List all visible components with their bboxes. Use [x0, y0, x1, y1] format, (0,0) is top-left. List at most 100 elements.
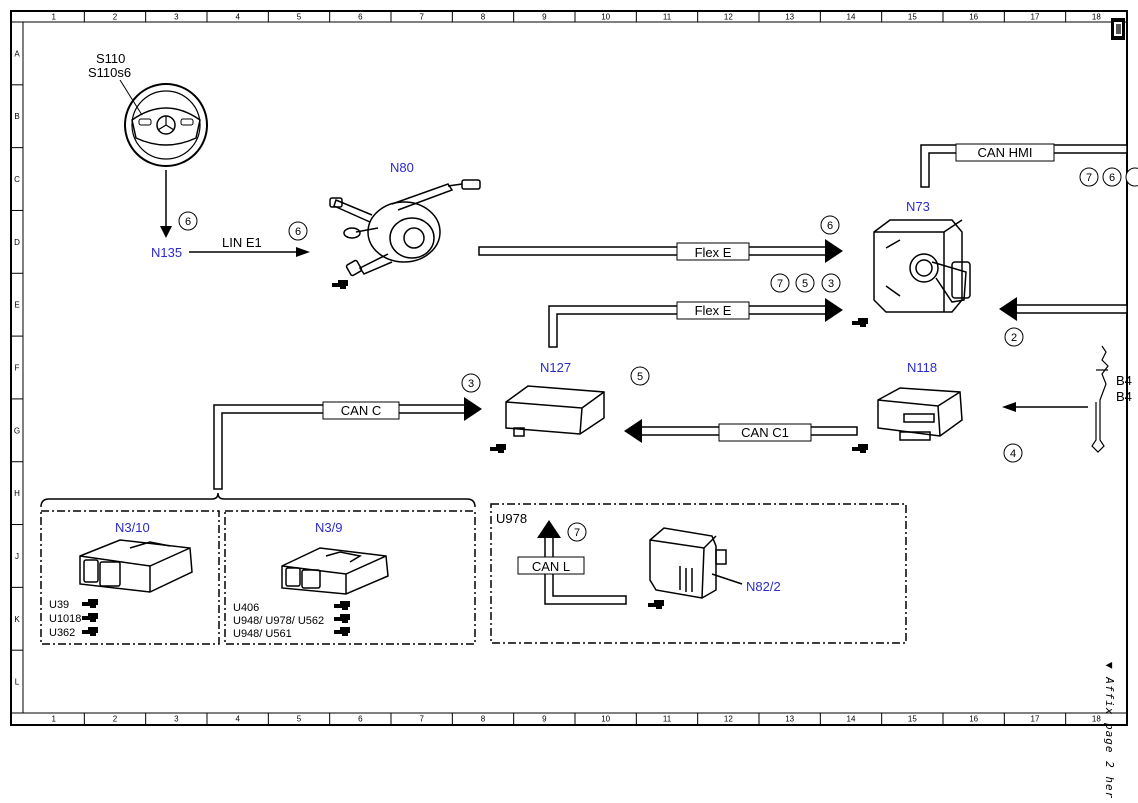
grid-column-label: 5	[297, 715, 302, 724]
svg-text:7: 7	[1086, 172, 1092, 184]
svg-text:3: 3	[828, 278, 834, 290]
grid-row-label: L	[15, 678, 20, 687]
callout-can-l: 7	[567, 522, 587, 542]
grid-column-label: 15	[908, 715, 917, 724]
n80-stalk-module-icon	[329, 179, 481, 277]
grid-column-label: 9	[542, 13, 547, 22]
grid-column-label: 18	[1092, 715, 1101, 724]
can-c1-label: CAN C1	[741, 425, 789, 440]
svg-text:7: 7	[574, 527, 580, 539]
grid-column-label: 12	[724, 13, 733, 22]
steering-wheel-icon	[119, 79, 208, 167]
grid-column-label: 8	[481, 715, 486, 724]
n127-module-icon	[505, 385, 605, 437]
grid-column-label: 14	[847, 715, 856, 724]
grid-row-label: B	[14, 112, 19, 121]
grid-row-label: C	[14, 175, 20, 184]
grid-column-label: 16	[969, 13, 978, 22]
can-c-label: CAN C	[341, 403, 381, 418]
grid-column-label: 13	[785, 13, 794, 22]
callout-n118-in: 4	[1003, 443, 1023, 463]
callout-s110: 6	[178, 211, 198, 231]
grid-column-label: 6	[358, 13, 363, 22]
s110-label: S110	[96, 51, 125, 66]
grid-row-label: K	[14, 615, 20, 624]
grid-column-label: 3	[174, 13, 179, 22]
n73-ignition-switch-icon	[873, 219, 971, 313]
svg-text:3: 3	[468, 378, 474, 390]
grid-column-label: 4	[235, 13, 240, 22]
grid-row-label: G	[14, 426, 20, 435]
svg-text:5: 5	[802, 278, 808, 290]
n3-10-references: U39 U1018 U362	[49, 599, 98, 639]
callouts-can-hmi: 7 6	[1079, 167, 1138, 187]
lin-e1-label: LIN E1	[222, 235, 262, 250]
flex-e-upper-label: Flex E	[695, 245, 732, 260]
n82-2-label: N82/2	[746, 579, 781, 594]
callout-n73-in: 2	[1004, 327, 1024, 347]
grid-column-label: 11	[663, 13, 672, 22]
n3-9-ecu-icon	[281, 547, 389, 595]
grid-column-label: 4	[235, 715, 240, 724]
affix-page-note: ▼ Affix page 2 here ▼	[1103, 662, 1116, 798]
callout-lin-e1: 6	[288, 221, 308, 241]
n118-label: N118	[907, 360, 937, 375]
grid-row-label: F	[15, 364, 20, 373]
u978-group-box	[490, 503, 907, 644]
grid-column-label: 1	[51, 715, 56, 724]
callout-flex-upper: 6	[820, 215, 840, 235]
n118-module-icon	[877, 387, 963, 441]
n3-9-references: U406 U948/ U978/ U562 U948/ U561	[233, 601, 350, 640]
grid-column-label: 18	[1092, 13, 1101, 22]
grid-column-label: 3	[174, 715, 179, 724]
callouts-flex-lower: 7 5 3	[770, 273, 841, 293]
flex-e-lower-bus: Flex E	[548, 298, 843, 348]
b-sensor-label-2: B4	[1116, 389, 1132, 404]
svg-text:U948/ U561: U948/ U561	[233, 628, 292, 640]
grid-column-label: 6	[358, 715, 363, 724]
can-c1-bus: CAN C1	[624, 419, 858, 443]
flex-e-lower-label: Flex E	[695, 303, 732, 318]
b-sensor-label-1: B4	[1116, 373, 1132, 388]
ecu-group-bracket	[40, 492, 476, 508]
svg-text:7: 7	[777, 278, 783, 290]
n3-10-ecu-icon	[79, 539, 193, 593]
grid-column-label: 15	[908, 13, 917, 22]
grid-column-label: 10	[601, 715, 610, 724]
n3-9-label: N3/9	[315, 520, 342, 535]
can-hmi-label: CAN HMI	[978, 145, 1033, 160]
grid-column-label: 13	[785, 715, 794, 724]
grid-column-label: 5	[297, 13, 302, 22]
n118-reference-hand-icon	[852, 444, 868, 453]
grid-column-label: 9	[542, 715, 547, 724]
grid-row-label: H	[14, 489, 20, 498]
svg-text:5: 5	[637, 371, 643, 383]
grid-column-label: 1	[51, 13, 56, 22]
grid-column-label: 2	[113, 13, 118, 22]
bus-into-n73	[999, 297, 1128, 321]
svg-text:U1018: U1018	[49, 613, 81, 625]
n135-label: N135	[151, 245, 182, 260]
grid-row-label: E	[14, 301, 19, 310]
n3-10-label: N3/10	[115, 520, 150, 535]
n73-label: N73	[906, 199, 930, 214]
svg-text:U39: U39	[49, 599, 69, 611]
n80-label: N80	[390, 160, 414, 175]
n3-10-group-box	[40, 510, 220, 645]
grid-column-label: 7	[419, 715, 424, 724]
callout-can-c: 3	[461, 373, 481, 393]
grid-row-label: D	[14, 238, 20, 247]
svg-text:U406: U406	[233, 602, 259, 614]
grid-column-label: 8	[481, 13, 486, 22]
can-c-bus: CAN C	[213, 397, 482, 490]
n82-2-module-icon	[649, 527, 743, 599]
svg-text:6: 6	[1109, 172, 1115, 184]
callout-can-c1: 5	[630, 366, 650, 386]
can-hmi-bus: CAN HMI	[920, 143, 1128, 188]
grid-row-label: J	[15, 552, 19, 561]
page-tab-icon	[1111, 18, 1125, 40]
grid-column-label: 17	[1031, 13, 1040, 22]
